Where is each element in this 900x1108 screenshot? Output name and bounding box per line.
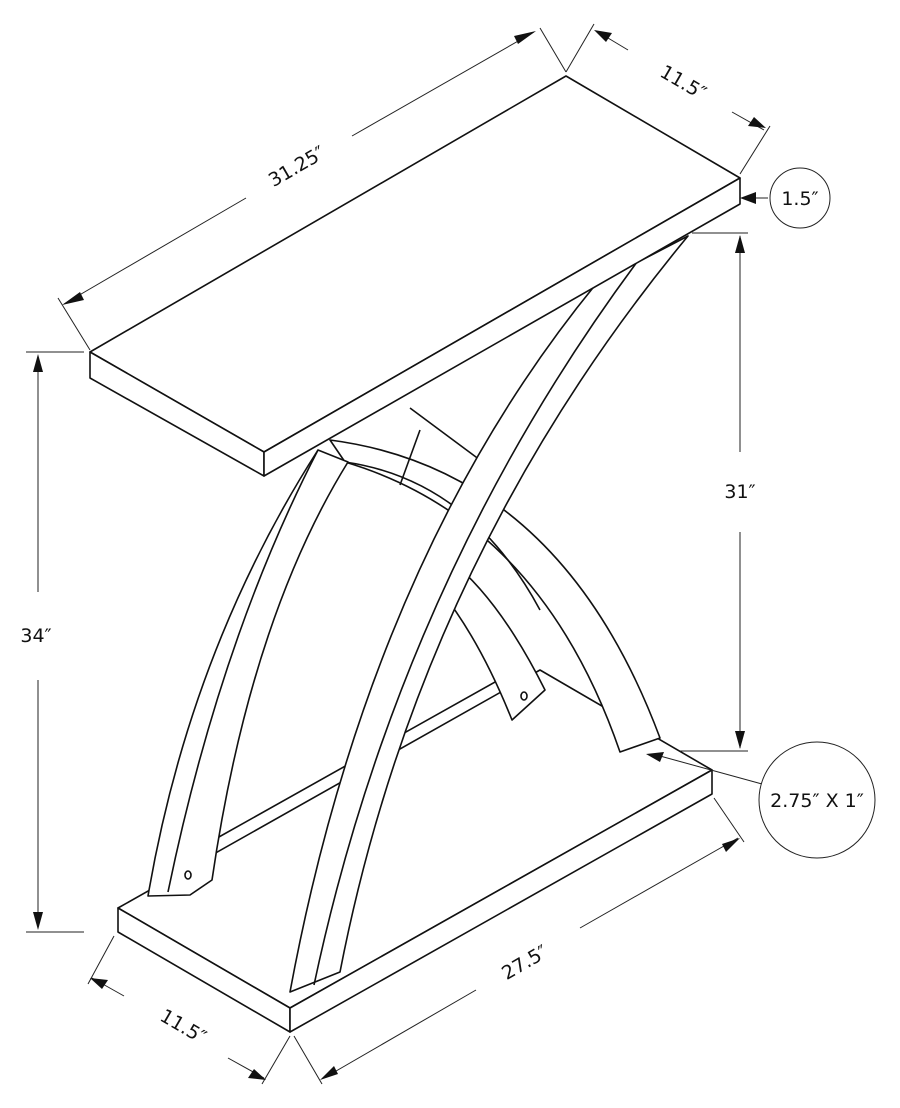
dim-overall-height: 34″ xyxy=(20,351,84,933)
front-arc-leg xyxy=(289,235,689,993)
base-plinth xyxy=(117,669,713,1033)
label-top-thickness: 1.5″ xyxy=(781,188,818,210)
callout-circle xyxy=(758,741,876,859)
bolt-hole xyxy=(520,691,528,701)
table-top xyxy=(89,75,741,477)
dim-top-thickness: 1.5″ xyxy=(740,167,831,229)
label-base-length: 27.5″ xyxy=(498,941,552,985)
label-base-depth: 11.5″ xyxy=(156,1005,210,1049)
label-leg-height: 31″ xyxy=(724,481,755,503)
dim-leg-section: 2.75″ X 1″ xyxy=(646,741,876,859)
label-top-depth: 11.5″ xyxy=(656,61,710,105)
rear-arc-leg xyxy=(329,407,661,753)
dim-leg-height: 31″ xyxy=(680,232,756,752)
callout-circle xyxy=(769,167,831,229)
label-overall-height: 34″ xyxy=(20,625,51,647)
label-leg-section: 2.75″ X 1″ xyxy=(770,790,864,812)
left-arc-leg xyxy=(147,449,349,897)
label-top-length: 31.25″ xyxy=(265,142,329,192)
bolt-hole xyxy=(184,870,192,880)
